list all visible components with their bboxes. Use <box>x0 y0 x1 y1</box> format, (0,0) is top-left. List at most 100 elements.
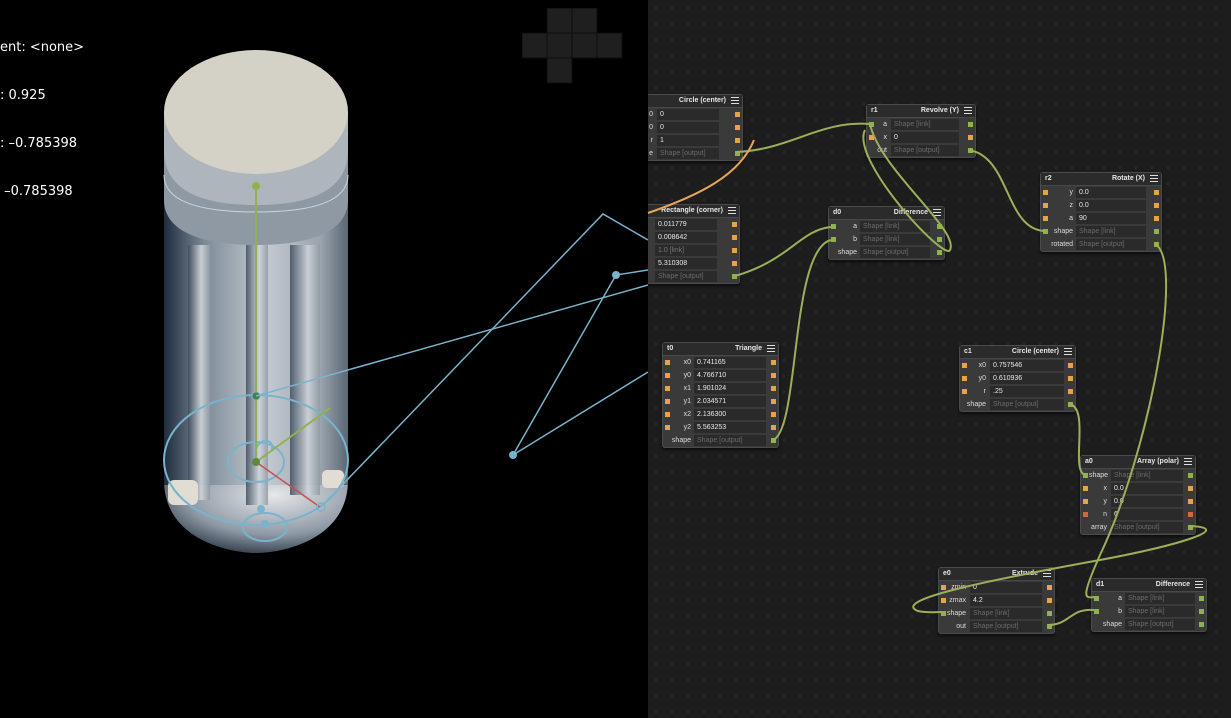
menu-icon[interactable] <box>1150 175 1158 182</box>
menu-icon[interactable] <box>1195 581 1203 588</box>
row-value-input[interactable]: 0.610936 <box>990 373 1064 384</box>
input-port[interactable] <box>665 399 670 404</box>
output-port[interactable] <box>1047 624 1052 629</box>
row-value-input[interactable]: 2.034571 <box>694 396 766 407</box>
output-port[interactable] <box>732 235 737 240</box>
output-port[interactable] <box>1047 611 1052 616</box>
input-port[interactable] <box>1083 473 1088 478</box>
row-value-input[interactable]: 0.0 <box>1076 187 1146 198</box>
row-value-input[interactable]: 0.008642 <box>655 232 717 243</box>
output-port[interactable] <box>1154 203 1159 208</box>
output-port[interactable] <box>1154 229 1159 234</box>
menu-icon[interactable] <box>1064 348 1072 355</box>
node-header[interactable]: r1 Revolve (Y) <box>867 105 975 118</box>
wire[interactable] <box>862 123 952 252</box>
row-value-input[interactable]: 1 <box>657 135 719 146</box>
node-header[interactable]: c1 Circle (center) <box>960 346 1075 359</box>
input-port[interactable] <box>1094 596 1099 601</box>
row-value-input[interactable]: 0.0 <box>1111 496 1183 507</box>
menu-icon[interactable] <box>728 207 736 214</box>
input-port[interactable] <box>665 373 670 378</box>
input-port[interactable] <box>665 360 670 365</box>
viewport-render[interactable] <box>0 0 648 718</box>
input-port[interactable] <box>665 412 670 417</box>
output-port[interactable] <box>771 360 776 365</box>
row-value-input[interactable]: 0 <box>891 132 959 143</box>
row-value-input[interactable]: 2.136300 <box>694 409 766 420</box>
row-value-input[interactable]: 1.901024 <box>694 383 766 394</box>
node-header[interactable]: a0 Array (polar) <box>1081 456 1195 469</box>
input-port[interactable] <box>962 363 967 368</box>
row-value-input[interactable]: 0.011779 <box>655 219 717 230</box>
row-value-input[interactable]: 4.2 <box>970 595 1042 606</box>
node-header[interactable]: Rectangle (corner) <box>648 205 739 218</box>
output-port[interactable] <box>1154 190 1159 195</box>
row-value-input[interactable]: 0.741165 <box>694 357 766 368</box>
row-value-input[interactable]: 0 <box>970 582 1042 593</box>
menu-icon[interactable] <box>767 345 775 352</box>
input-port[interactable] <box>1043 216 1048 221</box>
row-value-input[interactable]: 5.310308 <box>655 258 717 269</box>
output-port[interactable] <box>1047 585 1052 590</box>
output-port[interactable] <box>732 248 737 253</box>
row-value-input[interactable]: 0 <box>657 122 719 133</box>
output-port[interactable] <box>771 386 776 391</box>
3d-viewport[interactable]: ent: <none> : 0.925 : –0.785398 –0.78539… <box>0 0 648 718</box>
row-value-input[interactable]: 1.0 [link] <box>655 245 717 256</box>
menu-icon[interactable] <box>933 209 941 216</box>
transform-gizmo[interactable] <box>163 182 349 542</box>
input-port[interactable] <box>962 376 967 381</box>
output-port[interactable] <box>735 151 740 156</box>
wire[interactable] <box>734 226 832 277</box>
output-port[interactable] <box>1068 363 1073 368</box>
row-value-input[interactable]: 6 <box>1111 509 1183 520</box>
output-port[interactable] <box>1199 596 1204 601</box>
input-port[interactable] <box>1083 486 1088 491</box>
node-header[interactable]: r2 Rotate (X) <box>1041 173 1161 186</box>
output-port[interactable] <box>1188 525 1193 530</box>
view-cube[interactable] <box>522 8 624 84</box>
row-value-input[interactable]: .25 <box>990 386 1064 397</box>
triangle-outline[interactable] <box>255 213 648 508</box>
wire[interactable] <box>1069 403 1086 476</box>
wire-orange[interactable] <box>647 139 755 214</box>
output-port[interactable] <box>1188 499 1193 504</box>
row-value-input[interactable]: 0 <box>657 109 719 120</box>
output-port[interactable] <box>771 425 776 430</box>
node-header[interactable]: Circle (center) <box>648 95 742 108</box>
input-port[interactable] <box>1043 229 1048 234</box>
input-port[interactable] <box>1094 609 1099 614</box>
input-port[interactable] <box>831 224 836 229</box>
output-port[interactable] <box>968 135 973 140</box>
output-port[interactable] <box>937 250 942 255</box>
output-port[interactable] <box>732 222 737 227</box>
output-port[interactable] <box>771 412 776 417</box>
row-value-input[interactable]: 0.0 <box>1076 200 1146 211</box>
output-port[interactable] <box>937 237 942 242</box>
row-value-input[interactable]: 0.0 <box>1111 483 1183 494</box>
output-port[interactable] <box>1199 609 1204 614</box>
wire[interactable] <box>967 149 1046 232</box>
row-value-input[interactable]: 5.563253 <box>694 422 766 433</box>
output-port[interactable] <box>732 261 737 266</box>
input-port[interactable] <box>941 585 946 590</box>
input-port[interactable] <box>1083 512 1088 517</box>
output-port[interactable] <box>735 112 740 117</box>
row-value-input[interactable]: 4.766710 <box>694 370 766 381</box>
input-port[interactable] <box>869 122 874 127</box>
wire[interactable] <box>772 239 832 441</box>
input-port[interactable] <box>941 611 946 616</box>
output-port[interactable] <box>771 399 776 404</box>
input-port[interactable] <box>831 237 836 242</box>
output-port[interactable] <box>1068 376 1073 381</box>
output-port[interactable] <box>1188 473 1193 478</box>
output-port[interactable] <box>1154 216 1159 221</box>
input-port[interactable] <box>941 598 946 603</box>
row-value-input[interactable]: 0.757546 <box>990 360 1064 371</box>
menu-icon[interactable] <box>731 97 739 104</box>
